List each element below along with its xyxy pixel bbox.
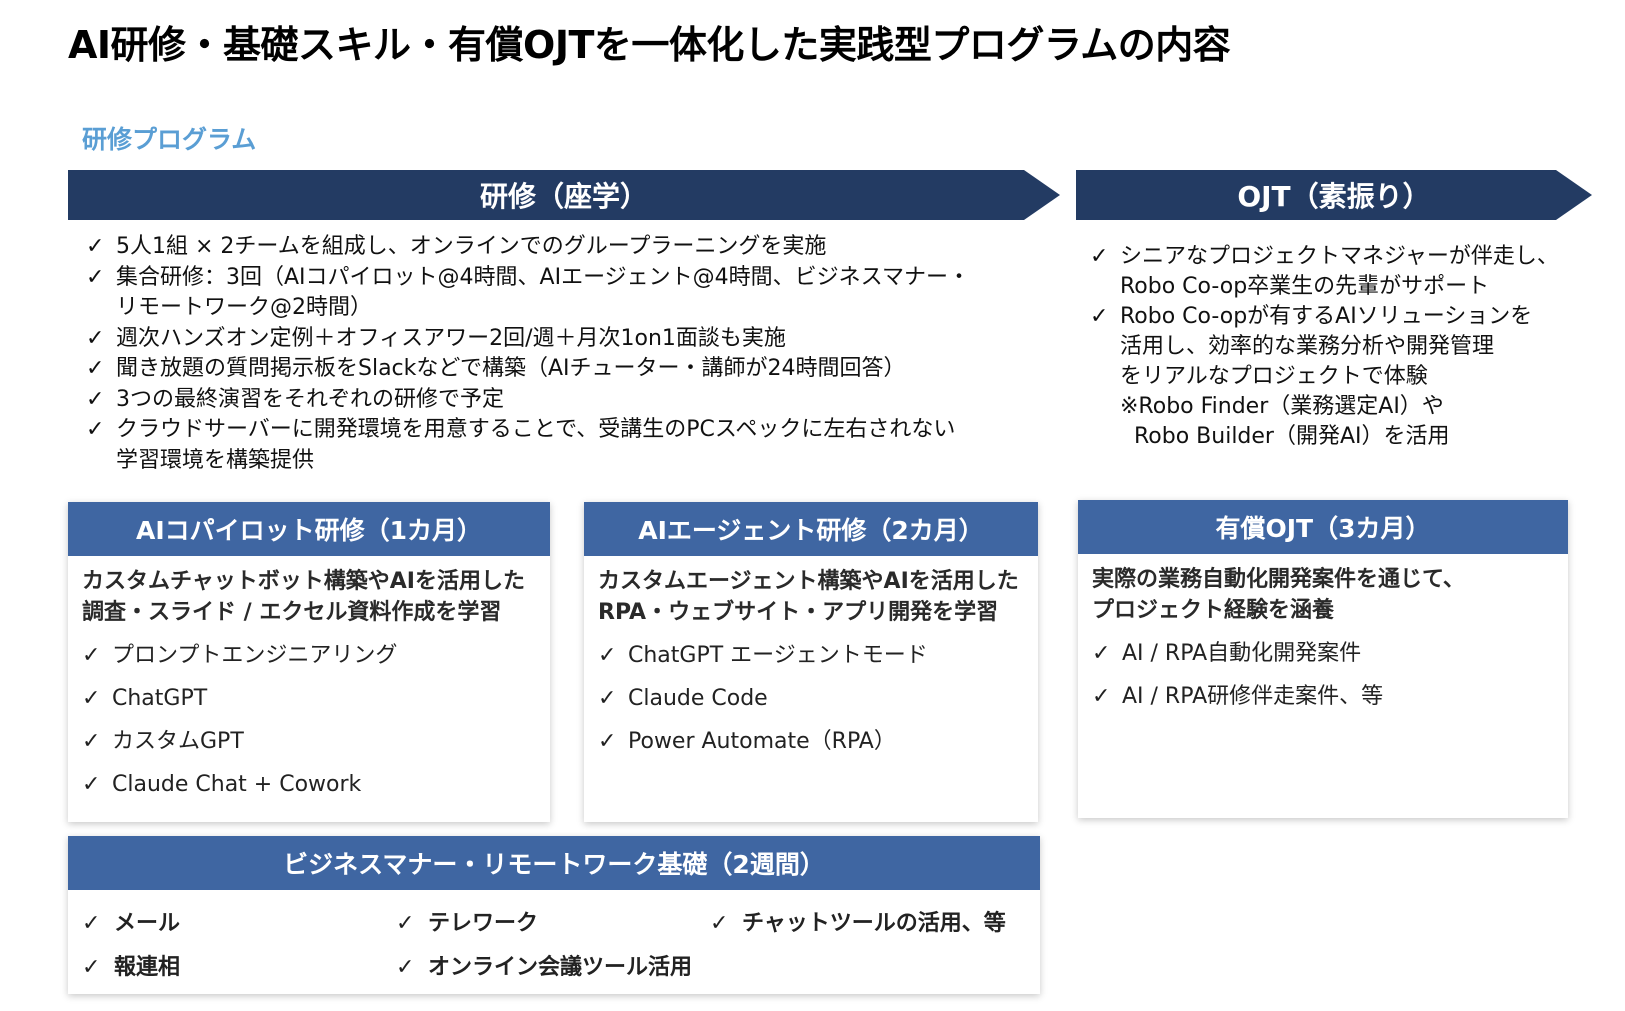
list-item: ✓集合研修：3回（AIコパイロット@4時間、AIエージェント@4時間、ビジネスマ…	[86, 264, 970, 321]
list-item: ✓週次ハンズオン定例＋オフィスアワー2回/週＋月次1on1面談も実施	[86, 324, 970, 355]
agent-card-intro: カスタムエージェント構築やAIを活用した RPA・ウェブサイト・アプリ開発を学習	[598, 569, 1019, 625]
check-icon: ✓	[1092, 684, 1111, 709]
list-item: ✓カスタムGPT	[82, 720, 536, 763]
paid-ojt-card-header: 有償OJT（3カ月）	[1078, 500, 1568, 554]
check-icon: ✓	[396, 955, 415, 980]
list-item: ✓Claude Code	[598, 677, 1024, 720]
check-icon: ✓	[86, 234, 105, 259]
check-icon: ✓	[1090, 244, 1109, 269]
check-icon: ✓	[82, 772, 101, 797]
list-item: ✓AI / RPA自動化開発案件	[1092, 632, 1554, 675]
ojt-list: ✓シニアなプロジェクトマネジャーが伴走し、Robo Co-op卒業生の先輩がサポ…	[1090, 242, 1559, 452]
list-item: ✓報連相	[82, 946, 396, 990]
check-icon: ✓	[86, 264, 105, 290]
agent-card: AIエージェント研修（2カ月） カスタムエージェント構築やAIを活用した RPA…	[584, 502, 1038, 822]
page-title: AI研修・基礎スキル・有償OJTを一体化した実践型プログラムの内容	[68, 23, 1231, 67]
check-icon: ✓	[710, 911, 729, 936]
ojt-banner: OJT（素振り）	[1076, 170, 1592, 220]
list-item: ✓オンライン会議ツール活用	[396, 946, 710, 990]
check-icon: ✓	[1090, 304, 1109, 329]
list-item: ✓Claude Chat + Cowork	[82, 763, 536, 806]
check-icon: ✓	[86, 356, 105, 381]
check-icon: ✓	[86, 325, 105, 351]
check-icon: ✓	[82, 686, 101, 711]
check-icon: ✓	[82, 955, 101, 980]
list-item: ✓AI / RPA研修伴走案件、等	[1092, 675, 1554, 718]
list-item: ✓チャットツールの活用、等	[710, 902, 1040, 946]
list-item: ✓ChatGPT エージェントモード	[598, 634, 1024, 677]
check-icon: ✓	[86, 386, 105, 412]
list-item: ✓テレワーク	[396, 902, 710, 946]
list-item: ✓5人1組 × 2チームを組成し、オンラインでのグループラーニングを実施	[86, 232, 970, 263]
list-item: ✓Power Automate（RPA）	[598, 720, 1024, 763]
ojt-banner-label: OJT（素振り）	[1237, 180, 1431, 213]
manners-card-header: ビジネスマナー・リモートワーク基礎（2週間）	[68, 836, 1040, 890]
list-item: ✓3つの最終演習をそれぞれの研修で予定	[86, 385, 970, 416]
list-item: ✓プロンプトエンジニアリング	[82, 634, 536, 677]
check-icon: ✓	[82, 911, 101, 936]
list-item: ✓メール	[82, 902, 396, 946]
copilot-card: AIコパイロット研修（1カ月） カスタムチャットボット構築やAIを活用した 調査…	[68, 502, 550, 822]
check-icon: ✓	[396, 911, 415, 936]
kenshu-list: ✓5人1組 × 2チームを組成し、オンラインでのグループラーニングを実施 ✓集合…	[86, 232, 970, 476]
section-label: 研修プログラム	[82, 125, 257, 154]
paid-ojt-card-intro: 実際の業務自動化開発案件を通じて、 プロジェクト経験を涵養	[1092, 567, 1465, 623]
list-item: ✓ChatGPT	[82, 677, 536, 720]
manners-card: ビジネスマナー・リモートワーク基礎（2週間） ✓メール ✓テレワーク ✓チャット…	[68, 836, 1040, 994]
kenshu-banner: 研修（座学）	[68, 170, 1060, 220]
agent-card-header: AIエージェント研修（2カ月）	[584, 502, 1038, 556]
list-item: ✓シニアなプロジェクトマネジャーが伴走し、Robo Co-op卒業生の先輩がサポ…	[1090, 244, 1559, 299]
paid-ojt-card: 有償OJT（3カ月） 実際の業務自動化開発案件を通じて、 プロジェクト経験を涵養…	[1078, 500, 1568, 818]
check-icon: ✓	[598, 643, 617, 668]
ojt-note: ※Robo Finder（業務選定AI）や Robo Builder（開発AI）…	[1120, 394, 1450, 449]
kenshu-banner-label: 研修（座学）	[479, 180, 648, 213]
list-item: ✓Robo Co-opが有するAIソリューションを活用し、効率的な業務分析や開発…	[1090, 304, 1533, 389]
check-icon: ✓	[598, 686, 617, 711]
list-item: ✓聞き放題の質問掲示板をSlackなどで構築（AIチューター・講師が24時間回答…	[86, 354, 970, 385]
list-item: ✓クラウドサーバーに開発環境を用意することで、受講生のPCスペックに左右されない…	[86, 417, 956, 473]
check-icon: ✓	[82, 729, 101, 754]
check-icon: ✓	[86, 417, 105, 442]
copilot-card-intro: カスタムチャットボット構築やAIを活用した 調査・スライド / エクセル資料作成…	[82, 569, 525, 625]
check-icon: ✓	[598, 729, 617, 754]
check-icon: ✓	[82, 643, 101, 668]
copilot-card-header: AIコパイロット研修（1カ月）	[68, 502, 550, 556]
check-icon: ✓	[1092, 641, 1111, 666]
